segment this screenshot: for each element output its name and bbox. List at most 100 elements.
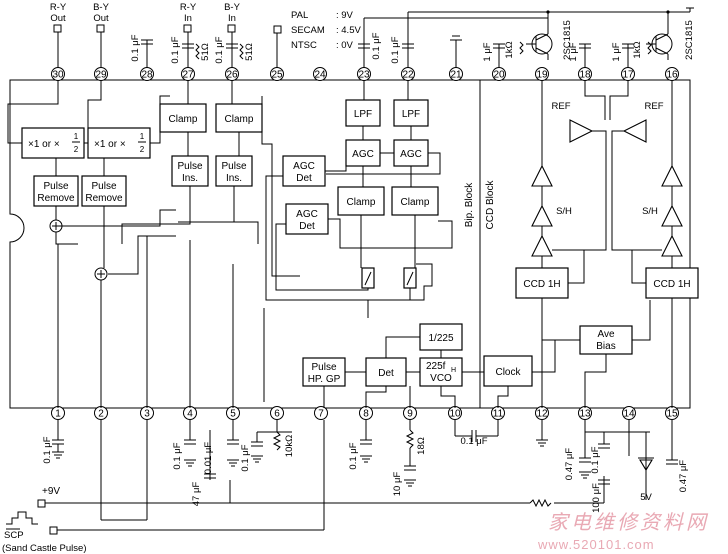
svg-text:8: 8 [363,409,369,420]
svg-text:28: 28 [141,70,153,81]
svg-text:0.1 μF: 0.1 μF [240,444,251,471]
div-225: 1/225 [419,323,463,351]
ccd-right-chain: S/H CCD 1H [642,164,699,299]
svg-text:5: 5 [230,409,236,420]
svg-text:20: 20 [493,70,505,81]
rys-out-label: R-Y Out [50,2,67,68]
switches [361,267,417,289]
pulse-hp-gp: Pulse HP. GP [302,357,346,387]
svg-text:CCD 1H: CCD 1H [653,279,690,290]
agc-2: AGC [393,139,429,167]
pulse-ins-1: Pulse Ins. [171,155,209,187]
svg-text:25: 25 [271,70,283,81]
svg-text:5V: 5V [640,492,652,503]
svg-text:Pulse: Pulse [177,161,202,172]
svg-text:0.01 μF: 0.01 μF [203,442,214,475]
svg-text:AGC: AGC [296,209,318,220]
svg-text:Remove: Remove [85,193,123,204]
svg-text:2: 2 [74,145,79,154]
svg-text:51Ω: 51Ω [244,43,255,61]
svg-text:0.1 μF: 0.1 μF [172,442,183,469]
svg-text:×1 or ×: ×1 or × [28,139,60,150]
svg-text:: 9V: : 9V [336,10,354,21]
svg-text:: 4.5V: : 4.5V [336,25,361,36]
svg-text:0.1 μF: 0.1 μF [214,36,225,63]
ry-in-label: R-Y In [180,2,197,33]
svg-text:1: 1 [55,409,61,420]
svg-text:Clamp: Clamp [401,197,430,208]
svg-text:29: 29 [95,70,107,81]
transistor-left: 2SC1815 [526,20,573,60]
svg-text:: 0V: : 0V [336,40,354,51]
svg-text:REF: REF [552,101,571,112]
agc-det-2: AGC Det [285,203,329,235]
top-supply-rail [363,7,694,36]
agc-1: AGC [345,139,381,167]
svg-text:10 μF: 10 μF [392,472,403,497]
svg-text:CCD 1H: CCD 1H [523,279,560,290]
svg-text:22: 22 [402,70,414,81]
watermark-cn: 家电维修资料网 [548,510,709,534]
svg-text:19: 19 [536,70,548,81]
svg-text:1 μF: 1 μF [482,42,493,61]
svg-text:H: H [451,367,456,374]
svg-text:B-Y: B-Y [224,2,241,13]
svg-text:Det: Det [378,368,394,379]
svg-text:10: 10 [449,409,461,420]
svg-text:14: 14 [623,409,635,420]
svg-text:12: 12 [536,409,548,420]
svg-text:Out: Out [50,13,66,24]
svg-text:Ins.: Ins. [182,173,198,184]
ccd-block-label: CCD Block [485,180,496,230]
svg-text:24: 24 [314,70,326,81]
svg-text:1: 1 [74,132,79,141]
svg-text:2SC1815: 2SC1815 [684,20,695,60]
svg-text:0.1 μF: 0.1 μF [42,436,53,463]
agc-det-1: AGC Det [282,155,326,187]
svg-text:0.1 μF: 0.1 μF [371,32,382,59]
mult-block-1: ×1 or × 1 2 [21,127,85,159]
svg-text:0.1 μF: 0.1 μF [460,436,487,447]
ccd-left-chain: S/H CCD 1H [515,164,572,299]
watermark-url: www.520101.com [537,537,655,552]
svg-text:1 μF: 1 μF [611,42,622,61]
svg-text:225f: 225f [426,361,446,372]
svg-text:2SC1815: 2SC1815 [562,20,573,60]
by-in-label: B-Y In [224,2,241,33]
ref-right: REF [622,101,664,143]
svg-text:LPF: LPF [402,109,420,120]
svg-text:23: 23 [358,70,370,81]
svg-text:R-Y: R-Y [50,2,67,13]
svg-text:0.1 μF: 0.1 μF [130,34,141,61]
supply-9v: +9V [37,480,605,508]
svg-text:VCO: VCO [430,373,452,384]
svg-text:0.1 μF: 0.1 μF [590,446,601,473]
svg-text:7: 7 [318,409,324,420]
svg-text:0.1 μF: 0.1 μF [390,36,401,63]
svg-text:(Sand Castle Pulse): (Sand Castle Pulse) [2,543,86,554]
lpf-2: LPF [393,99,429,127]
ground-symbols [52,439,591,487]
svg-text:1kΩ: 1kΩ [632,41,643,58]
svg-text:Pulse: Pulse [311,362,336,373]
svg-text:0.47 μF: 0.47 μF [564,448,575,481]
svg-text:18: 18 [579,70,591,81]
svg-text:In: In [228,13,236,24]
ave-bias: Ave Bias [579,325,633,355]
pulse-remove-1: Pulse Remove [33,175,79,207]
svg-text:AGC: AGC [400,149,422,160]
svg-text:4: 4 [187,409,193,420]
svg-text:S/H: S/H [642,206,658,217]
svg-text:0.1 μF: 0.1 μF [170,36,181,63]
bip-block-label: Bip. Block [464,182,475,227]
mode-select-table: PAL : 9V SECAM : 4.5V NTSC : 0V [273,10,361,68]
svg-text:15: 15 [666,409,678,420]
svg-text:2: 2 [98,409,104,420]
svg-text:13: 13 [579,409,591,420]
pulse-ins-2: Pulse Ins. [215,155,253,187]
svg-text:LPF: LPF [354,109,372,120]
svg-text:×1 or ×: ×1 or × [94,139,126,150]
clamp-block-4: Clamp [391,186,439,216]
ref-left: REF [552,101,594,143]
